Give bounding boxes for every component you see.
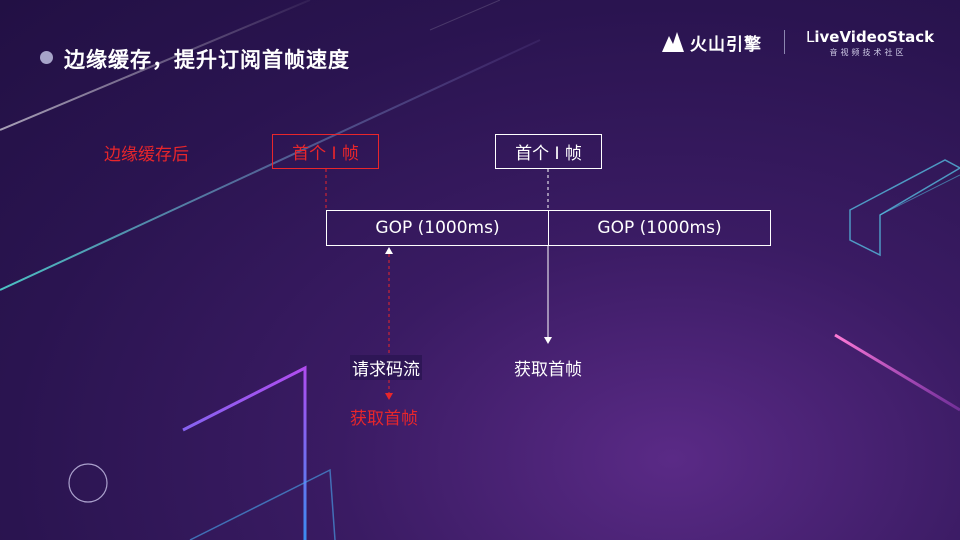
get-first-frame-cached-label: 获取首帧 (350, 409, 418, 429)
brand-text: 火山引擎 (690, 34, 762, 55)
logo-divider (784, 30, 785, 54)
volcano-mountain-icon (662, 32, 684, 52)
first-iframe-cached-box: 首个 I 帧 (272, 134, 379, 169)
livevideostack-logo: LiveVideoStack 音视频技术社区 (806, 28, 934, 58)
gop-segment-2: GOP (1000ms) (548, 211, 770, 245)
gop-segment-1: GOP (1000ms) (375, 218, 500, 238)
lvs-prefix: L (806, 28, 815, 46)
title-bullet (40, 51, 53, 64)
edge-cache-label: 边缘缓存后 (104, 145, 189, 165)
volcano-engine-logo: 火山引擎 (662, 30, 762, 55)
get-first-frame-label: 获取首帧 (514, 360, 582, 380)
first-iframe-box: 首个 I 帧 (495, 134, 602, 169)
slide-title: 边缘缓存，提升订阅首帧速度 (64, 48, 350, 72)
gop-timeline: GOP (1000ms) GOP (1000ms) (326, 210, 771, 246)
first-iframe-cached-label: 首个 I 帧 (292, 144, 359, 164)
lvs-main: iveVideoStack (814, 28, 935, 46)
first-iframe-label: 首个 I 帧 (515, 144, 582, 164)
request-stream-label: 请求码流 (350, 355, 422, 380)
lvs-subtitle: 音视频技术社区 (829, 48, 907, 57)
